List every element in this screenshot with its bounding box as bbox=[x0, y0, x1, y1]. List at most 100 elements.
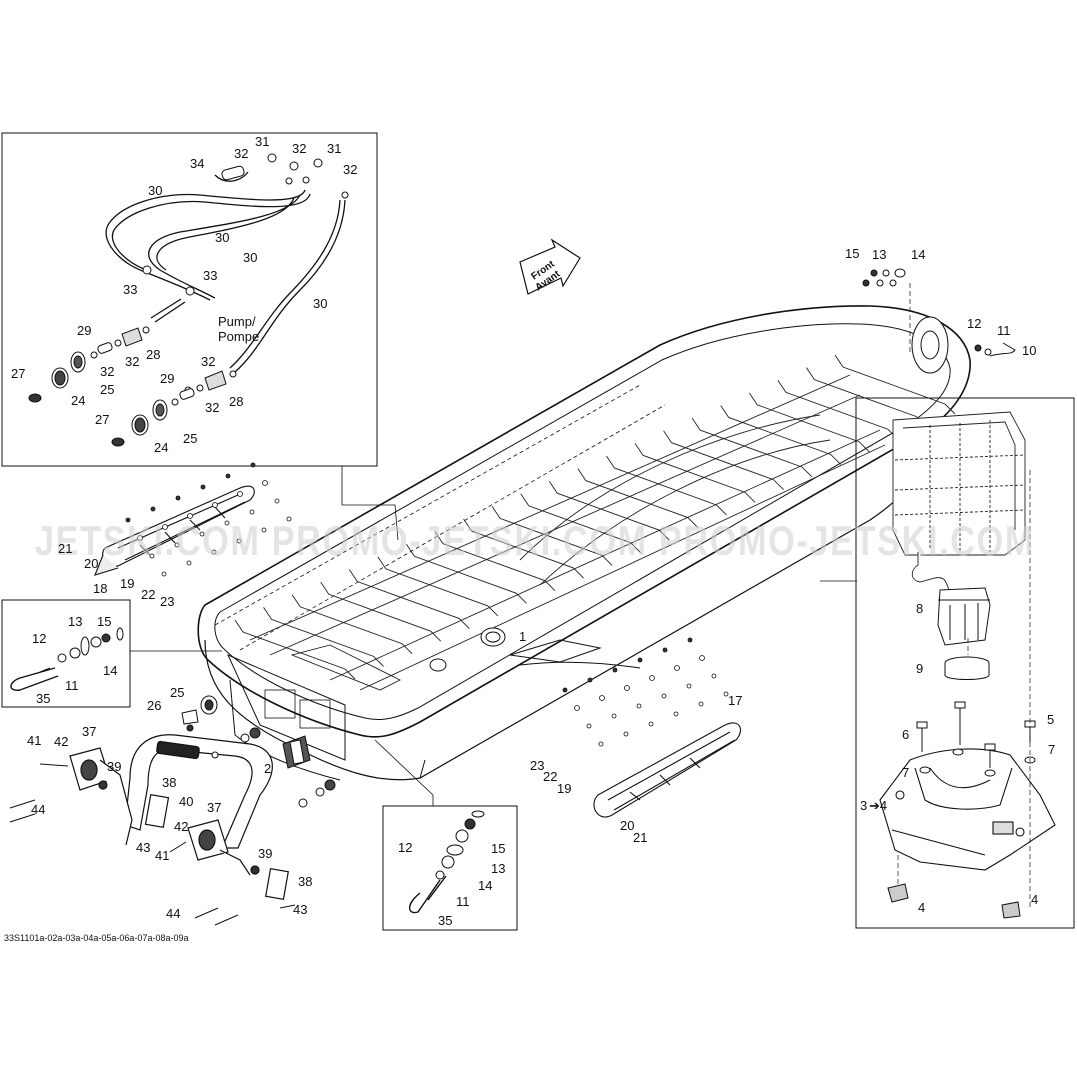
module-bracket bbox=[879, 748, 1056, 871]
callout-42: 42 bbox=[54, 734, 68, 749]
fastener bbox=[187, 513, 193, 519]
fastener bbox=[723, 691, 729, 697]
callout-18: 18 bbox=[93, 581, 107, 596]
fastener bbox=[175, 495, 181, 501]
hull-rib bbox=[606, 455, 727, 516]
callout-32: 32 bbox=[234, 146, 248, 161]
callout-1: 1 bbox=[519, 629, 526, 644]
callout-3: 3 bbox=[860, 798, 867, 813]
callout-32: 32 bbox=[343, 162, 357, 177]
fastener bbox=[711, 673, 717, 679]
fastener bbox=[212, 502, 218, 508]
hose-assembly bbox=[105, 171, 346, 373]
callout-11: 11 bbox=[997, 323, 1011, 338]
hull-rib bbox=[720, 405, 842, 465]
fastener bbox=[211, 549, 217, 555]
callout-44: 44 bbox=[166, 906, 180, 921]
fastener bbox=[186, 560, 192, 566]
fastener bbox=[150, 506, 156, 512]
hull-rib bbox=[491, 506, 613, 566]
hull-rib bbox=[520, 493, 642, 554]
hull-stringers bbox=[249, 374, 886, 691]
callout-12: 12 bbox=[967, 316, 981, 331]
callout-12: 12 bbox=[398, 840, 412, 855]
module-fasteners bbox=[887, 701, 1036, 919]
hull-rib bbox=[463, 518, 584, 579]
callout-13: 13 bbox=[491, 861, 505, 876]
reference-code: 33S1101a-02a-03a-04a-05a-06a-07a-08a-09a bbox=[4, 933, 188, 943]
callout-33: 33 bbox=[123, 282, 137, 297]
callout-32: 32 bbox=[205, 400, 219, 415]
inset-frame-eyelet-bottom bbox=[382, 805, 518, 931]
callout-14: 14 bbox=[911, 247, 925, 262]
callout-24: 24 bbox=[154, 440, 168, 455]
tow-handle bbox=[69, 734, 289, 901]
callout-27: 27 bbox=[11, 366, 25, 381]
callout-8: 8 bbox=[916, 601, 923, 616]
watermark: JETSKI.COM PROMO-JETSKI.COM PROMO-JETSKI… bbox=[35, 517, 1035, 564]
hull-ribs bbox=[234, 354, 956, 680]
fastener bbox=[673, 711, 679, 717]
callout-35: 35 bbox=[36, 691, 50, 706]
fastener bbox=[286, 516, 292, 522]
callout-13: 13 bbox=[68, 614, 82, 629]
fastener bbox=[199, 531, 205, 537]
callout-31: 31 bbox=[327, 141, 341, 156]
fastener bbox=[261, 527, 267, 533]
callout-14: 14 bbox=[478, 878, 492, 893]
callout-22: 22 bbox=[543, 769, 557, 784]
callout-7: 7 bbox=[1048, 742, 1055, 757]
fastener bbox=[623, 731, 629, 737]
fastener bbox=[686, 683, 692, 689]
inset-frame-eyelet-left bbox=[1, 599, 131, 708]
fastener bbox=[637, 657, 643, 663]
hull-rib bbox=[263, 607, 384, 667]
callout-4: 4 bbox=[1031, 892, 1038, 907]
fastener bbox=[624, 685, 630, 691]
callout-32: 32 bbox=[125, 354, 139, 369]
callout-20: 20 bbox=[620, 818, 634, 833]
fastener bbox=[137, 535, 143, 541]
callout-21: 21 bbox=[58, 541, 72, 556]
callout-10: 10 bbox=[1022, 343, 1036, 358]
hose-clamps bbox=[142, 153, 349, 394]
callout-37: 37 bbox=[207, 800, 221, 815]
callout-35: 35 bbox=[438, 913, 452, 928]
fastener bbox=[274, 498, 280, 504]
fasteners-right bbox=[562, 637, 729, 747]
callout-7: 7 bbox=[902, 765, 909, 780]
fastener bbox=[236, 538, 242, 544]
fastener bbox=[611, 713, 617, 719]
fasteners-upper bbox=[125, 462, 292, 577]
hull-rib bbox=[320, 581, 442, 642]
callout-40: 40 bbox=[179, 794, 193, 809]
fastener bbox=[698, 701, 704, 707]
drain-fittings bbox=[28, 327, 227, 447]
hull-rib bbox=[548, 480, 670, 541]
callout-37: 37 bbox=[82, 724, 96, 739]
callout-15: 15 bbox=[491, 841, 505, 856]
stern-parts bbox=[181, 695, 336, 808]
callout-44: 44 bbox=[31, 802, 45, 817]
hull-rib bbox=[634, 443, 756, 503]
callout-13: 13 bbox=[872, 247, 886, 262]
callout-43: 43 bbox=[293, 902, 307, 917]
fastener bbox=[598, 741, 604, 747]
hull-rib bbox=[577, 468, 699, 528]
callout-24: 24 bbox=[71, 393, 85, 408]
front-arrow: Front Avant bbox=[519, 238, 581, 295]
callout-43: 43 bbox=[136, 840, 150, 855]
fastener bbox=[562, 687, 568, 693]
tow-handle-screws bbox=[9, 763, 296, 926]
hull-rib bbox=[663, 430, 784, 491]
callout-39: 39 bbox=[258, 846, 272, 861]
callout-22: 22 bbox=[141, 587, 155, 602]
callout-11: 11 bbox=[65, 678, 79, 693]
fastener bbox=[174, 542, 180, 548]
fastener bbox=[674, 665, 680, 671]
fastener bbox=[699, 655, 705, 661]
inset-frame-module bbox=[855, 397, 1075, 929]
hull-rib bbox=[377, 556, 499, 617]
callout-32: 32 bbox=[292, 141, 306, 156]
